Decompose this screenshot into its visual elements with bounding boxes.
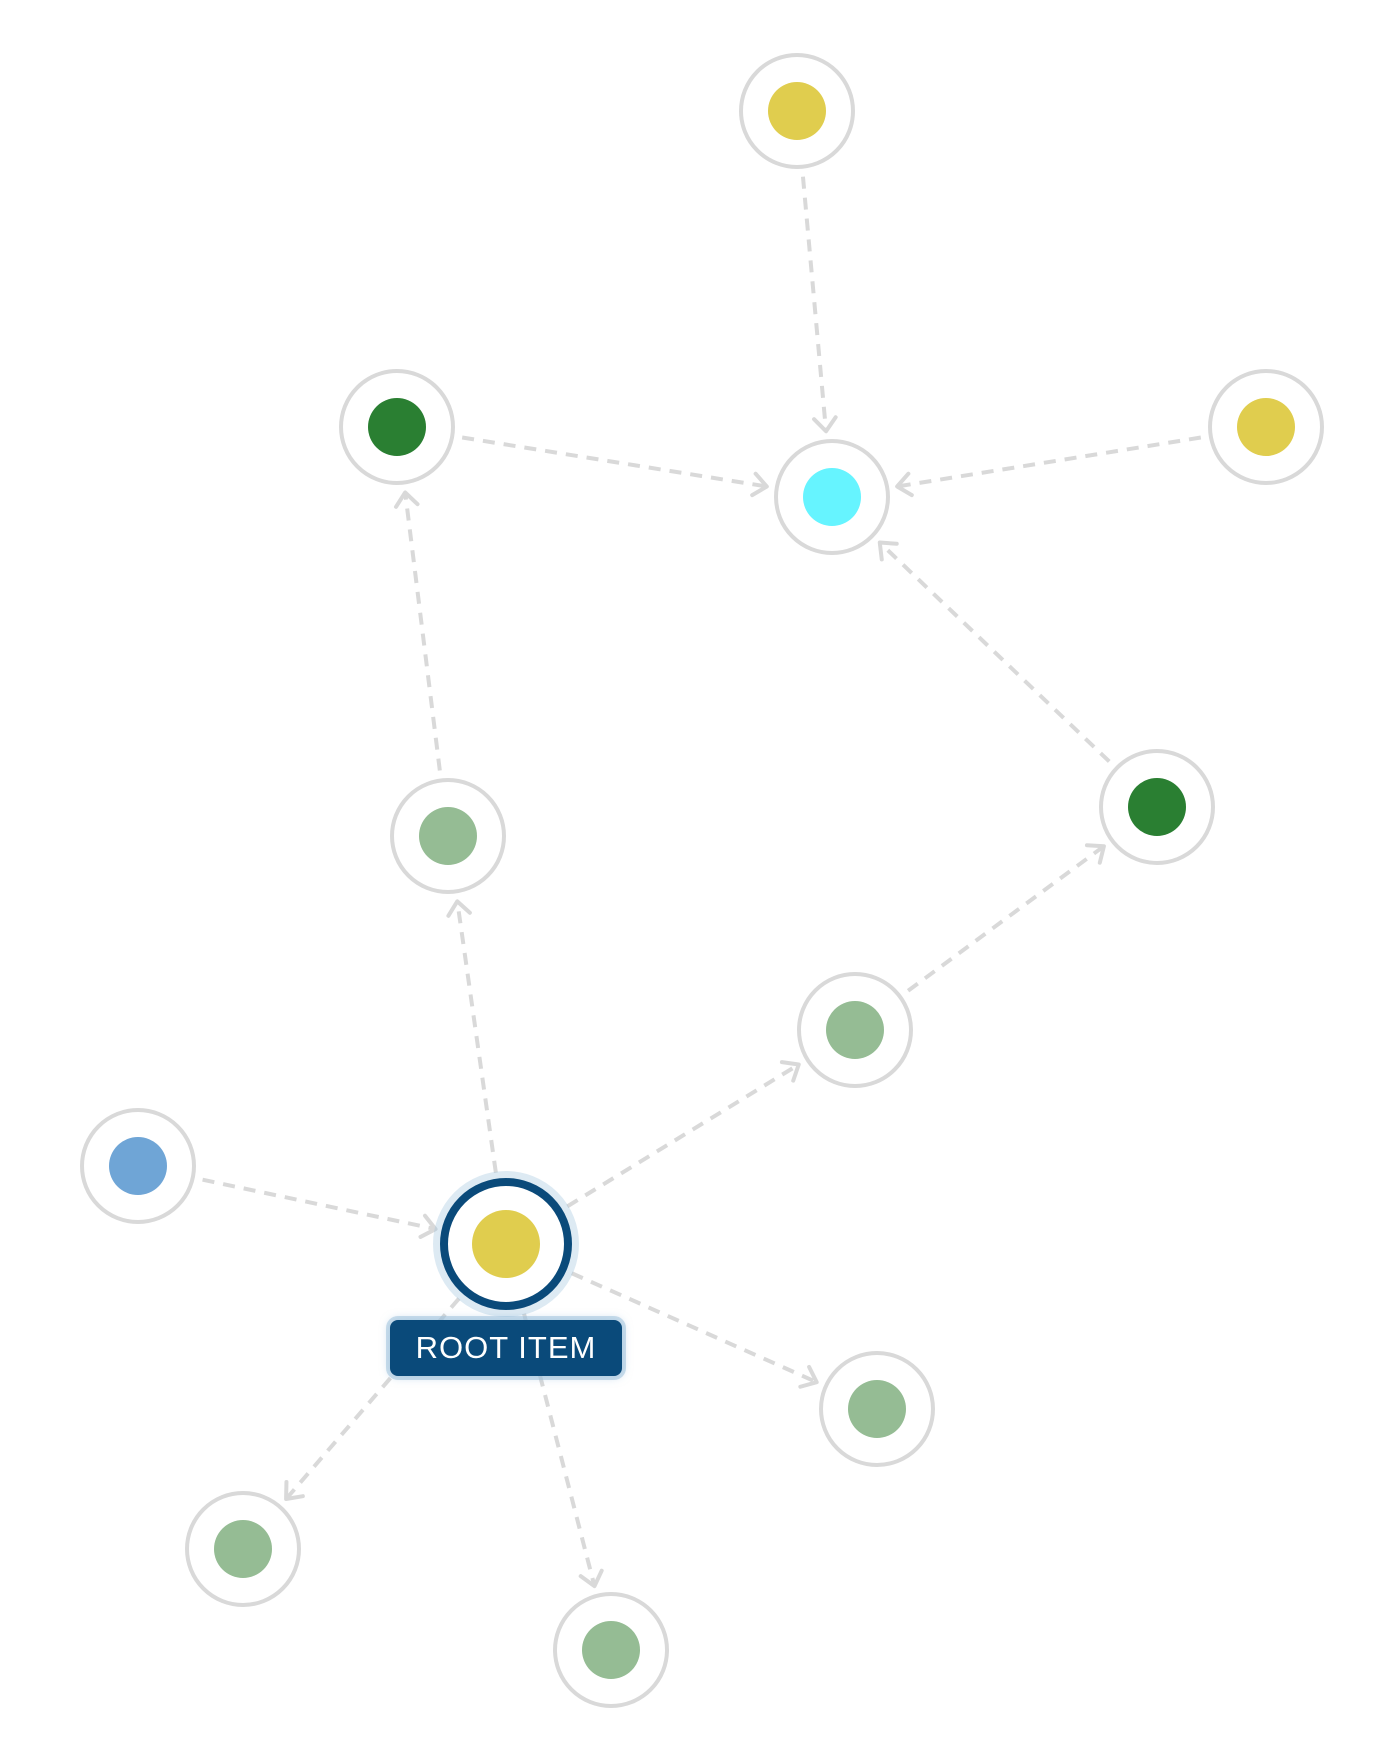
arrowhead-icon <box>284 1480 305 1502</box>
edge-root-to-lower-right-light-green <box>570 1271 819 1389</box>
node-dot[interactable] <box>1237 398 1295 456</box>
arrowhead-icon <box>394 490 420 509</box>
node-dot[interactable] <box>826 1001 884 1059</box>
nodes-layer <box>80 53 1324 1708</box>
node-top-yellow[interactable] <box>739 53 855 169</box>
root-node-dot[interactable] <box>472 1210 540 1278</box>
node-dot[interactable] <box>848 1380 906 1438</box>
edge-root-to-mid-right-light-green <box>566 1060 801 1209</box>
arrowhead-icon <box>578 1568 604 1589</box>
node-right-yellow[interactable] <box>1208 369 1324 485</box>
edge-line <box>800 176 829 432</box>
node-far-left-blue[interactable] <box>80 1108 196 1224</box>
node-bottom-left-light-green[interactable] <box>185 1491 301 1607</box>
root-item-label[interactable]: ROOT ITEM <box>390 1320 622 1376</box>
edge-line <box>403 492 442 771</box>
edge-root-to-mid-left-light-green <box>446 899 498 1173</box>
edge-line <box>455 901 498 1173</box>
root-node-glow <box>433 1171 579 1317</box>
arrowhead-icon <box>750 471 769 498</box>
arrowhead-icon <box>1084 843 1106 865</box>
node-dot[interactable] <box>768 82 826 140</box>
node-mid-right-light-green[interactable] <box>797 972 913 1088</box>
edge-top-yellow-to-center-cyan <box>800 176 838 434</box>
edges-layer <box>202 176 1202 1589</box>
arrowhead-icon <box>877 540 899 562</box>
node-dot[interactable] <box>368 398 426 456</box>
arrowhead-icon <box>798 1364 819 1389</box>
node-mid-left-light-green[interactable] <box>390 778 506 894</box>
edge-line <box>906 844 1106 993</box>
arrowhead-icon <box>446 899 472 918</box>
edge-line <box>202 1177 436 1232</box>
edge-far-left-blue-to-root <box>202 1177 438 1239</box>
edge-line <box>461 435 768 489</box>
edge-line <box>878 541 1111 763</box>
node-lower-right-light-green[interactable] <box>819 1351 935 1467</box>
arrowhead-icon <box>895 471 914 498</box>
edge-mid-left-light-green-to-left-dark-green <box>394 490 442 771</box>
node-bottom-light-green[interactable] <box>553 1592 669 1708</box>
node-right-dark-green[interactable] <box>1099 749 1215 865</box>
edge-right-yellow-to-center-cyan <box>895 435 1202 498</box>
node-dot[interactable] <box>214 1520 272 1578</box>
arrowhead-icon <box>812 415 838 434</box>
edge-left-dark-green-to-center-cyan <box>461 435 769 498</box>
arrowhead-icon <box>779 1060 801 1083</box>
node-dot[interactable] <box>109 1137 167 1195</box>
arrowhead-icon <box>418 1213 438 1239</box>
node-dot[interactable] <box>803 468 861 526</box>
edge-line <box>570 1271 818 1385</box>
node-root[interactable] <box>433 1171 579 1317</box>
edge-right-dark-green-to-center-cyan <box>877 540 1111 763</box>
node-dot[interactable] <box>1128 778 1186 836</box>
node-center-cyan[interactable] <box>774 439 890 555</box>
node-dot[interactable] <box>582 1621 640 1679</box>
edge-line <box>566 1062 800 1209</box>
edge-line <box>896 435 1202 489</box>
node-left-dark-green[interactable] <box>339 369 455 485</box>
edge-mid-right-light-green-to-right-dark-green <box>906 843 1106 993</box>
node-dot[interactable] <box>419 807 477 865</box>
